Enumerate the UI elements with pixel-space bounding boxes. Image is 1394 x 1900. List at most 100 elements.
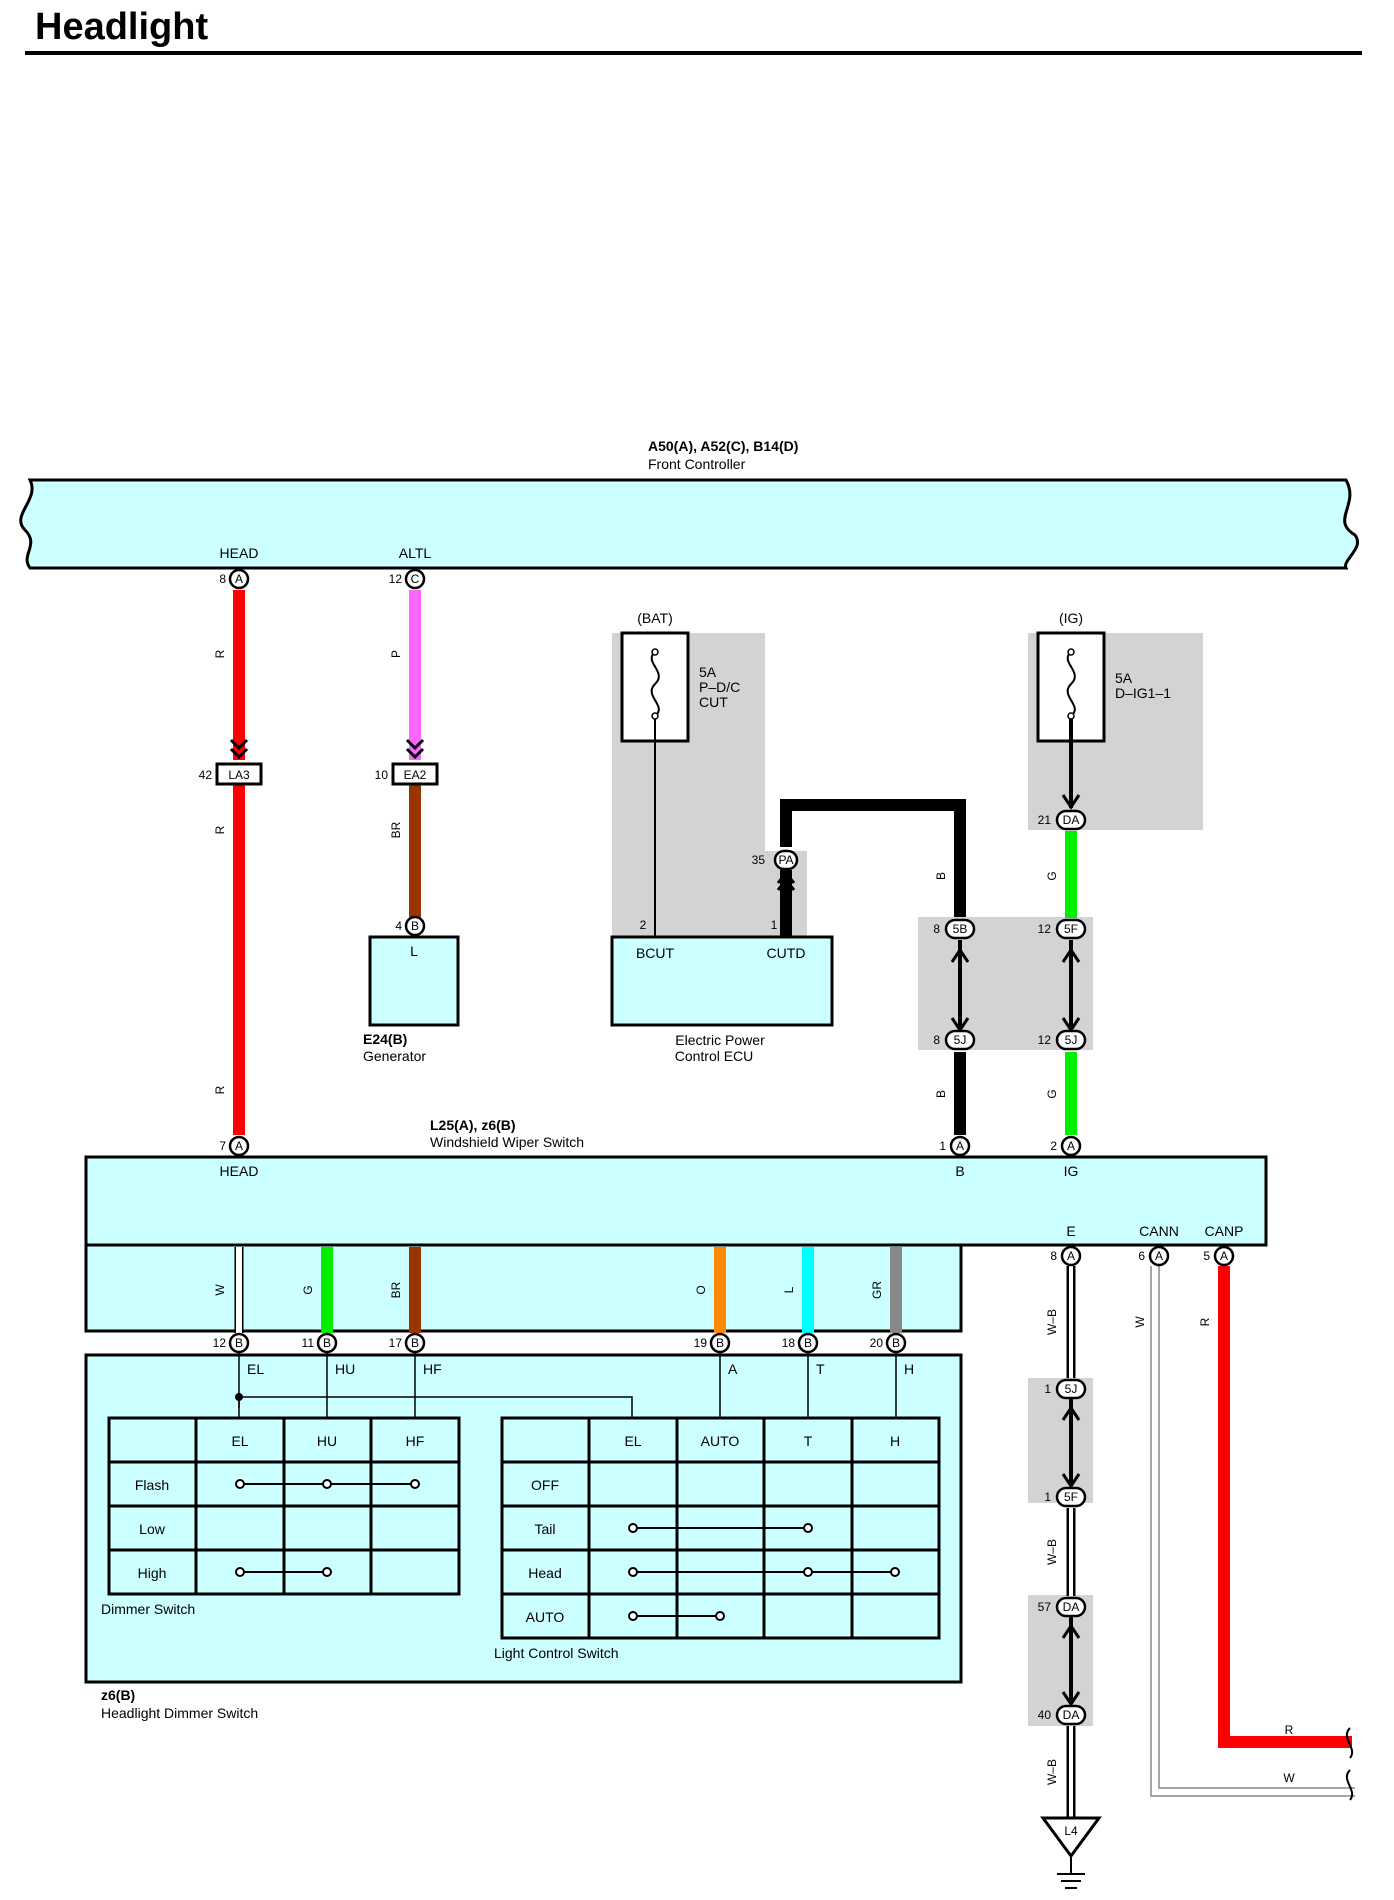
connector-a-g-end — [1060, 1135, 1082, 1157]
generator-box — [368, 935, 460, 1027]
lcs-col-auto: AUTO — [701, 1433, 740, 1449]
connector-5b-no: 8 — [933, 922, 940, 936]
ecu-pin-bcut-no: 2 — [640, 918, 647, 932]
junction-la3-no: 42 — [199, 768, 213, 782]
connector-c-altl-label: C — [411, 572, 420, 586]
term-el: EL — [247, 1361, 264, 1377]
wire-head-color: R — [213, 649, 227, 658]
dimmer-high-connection — [235, 1567, 332, 1577]
connector-pa-no: 35 — [752, 853, 766, 867]
wire-o-color: O — [694, 1285, 708, 1294]
connector-5b-label: 5B — [953, 922, 968, 936]
wiper-ig-label: IG — [1064, 1163, 1079, 1179]
wire-canp-color: R — [1198, 1317, 1212, 1326]
connector-a-e — [1060, 1245, 1082, 1267]
pin-no-20: 20 — [870, 1336, 884, 1350]
wire-gr-color: GR — [870, 1281, 884, 1299]
lcs-head-connection — [628, 1567, 900, 1577]
wire-break-icon — [1345, 1727, 1353, 1801]
term-a: A — [728, 1361, 738, 1377]
wiper-switch-box — [84, 1155, 1268, 1247]
lcs-tail-connection — [628, 1523, 813, 1533]
connector-a-head — [228, 568, 250, 590]
wire-head-color-2: R — [213, 825, 227, 834]
connector-b-11: B — [316, 1332, 338, 1354]
lcs-col-el: EL — [624, 1433, 641, 1449]
wire-altl-color-2: BR — [389, 821, 403, 838]
junction-la3 — [215, 762, 263, 786]
pin-no-altl: 12 — [389, 572, 403, 586]
dimmer-col-hf: HF — [406, 1433, 425, 1449]
wire-br-color: BR — [389, 1281, 403, 1298]
pin-no-head: 8 — [219, 572, 226, 586]
junction-da-shade — [1028, 1595, 1093, 1726]
connector-5j-e — [1055, 1378, 1087, 1400]
connector-5j-g-label: 5J — [1065, 1033, 1078, 1047]
svg-text:B: B — [323, 1336, 331, 1350]
connector-da-57-label: DA — [1063, 1600, 1080, 1614]
svg-text:B: B — [892, 1336, 900, 1350]
dimmer-row-flash: Flash — [135, 1477, 169, 1493]
pin-no-19: 19 — [694, 1336, 708, 1350]
connector-b-19: B — [709, 1332, 731, 1354]
connector-5f-e-label: 5F — [1064, 1490, 1078, 1504]
wire-w-b-color-3: W–B — [1045, 1759, 1059, 1785]
ecu-cutd-label: CUTD — [767, 945, 806, 961]
fuse-ig-name: D–IG1–1 — [1115, 685, 1171, 701]
connector-da-57 — [1055, 1596, 1087, 1618]
connector-a-head-label: A — [235, 572, 243, 586]
ecu-name2: Control ECU — [675, 1048, 754, 1064]
connector-a-e-label: A — [1067, 1249, 1075, 1263]
ecu-box — [610, 935, 834, 1027]
connector-5f-g-label: 5F — [1064, 922, 1078, 936]
svg-text:B: B — [235, 1336, 243, 1350]
connector-a-b-end — [949, 1135, 971, 1157]
pin-no-12: 12 — [213, 1336, 227, 1350]
junction-ea2 — [391, 762, 439, 786]
wiper-switch-code: L25(A), z6(B) — [430, 1117, 516, 1133]
wire-w-b-color-2: W–B — [1045, 1539, 1059, 1565]
term-hu: HU — [335, 1361, 355, 1377]
lcs-row-off: OFF — [531, 1477, 559, 1493]
wiper-cann-label: CANN — [1139, 1223, 1179, 1239]
dimmer-row-low: Low — [139, 1521, 166, 1537]
fuse-bat-name2: CUT — [699, 694, 728, 710]
fuse-bat-rating: 5A — [699, 664, 717, 680]
connector-a-cann-label: A — [1155, 1249, 1163, 1263]
lcs-col-h: H — [890, 1433, 900, 1449]
svg-text:B: B — [804, 1336, 812, 1350]
junction-5j-5f-shade — [1028, 1378, 1093, 1503]
fuse-ig-rating: 5A — [1115, 670, 1133, 686]
connector-da-21-label: DA — [1063, 813, 1080, 827]
connector-da-57-no: 57 — [1038, 1600, 1052, 1614]
arrow-pa — [776, 870, 796, 891]
junction-ea2-label: EA2 — [404, 768, 427, 782]
ecu-pin-cutd-no: 1 — [771, 918, 778, 932]
connector-b-17: B — [404, 1332, 426, 1354]
connector-da-40-no: 40 — [1038, 1708, 1052, 1722]
lcs-row-head: Head — [528, 1565, 561, 1581]
generator-terminal: L — [410, 943, 418, 959]
wire-l-color: L — [782, 1286, 796, 1293]
wire-altl-color: P — [389, 650, 403, 658]
connector-pa-label: PA — [778, 853, 793, 867]
wire-w-end-label: W — [1283, 1771, 1295, 1785]
junction-la3-label: LA3 — [228, 768, 250, 782]
connector-5j-b-label: 5J — [954, 1033, 967, 1047]
dimmer-flash-connection — [235, 1479, 420, 1489]
connector-5j-e-no: 1 — [1044, 1382, 1051, 1396]
connector-5j-g-no: 12 — [1038, 1033, 1052, 1047]
fuse-bat-name1: P–D/C — [699, 679, 740, 695]
wire-g-color-2: G — [1045, 1089, 1059, 1098]
headlight-dimmer-name: Headlight Dimmer Switch — [101, 1705, 258, 1721]
lcs-row-auto: AUTO — [526, 1609, 565, 1625]
ig-source-label: (IG) — [1059, 610, 1083, 626]
pin-no-17: 17 — [389, 1336, 403, 1350]
connector-b-20: B — [885, 1332, 907, 1354]
generator-code: E24(B) — [363, 1031, 407, 1047]
wiper-head-label: HEAD — [220, 1163, 259, 1179]
ground-l4-icon — [1040, 1816, 1102, 1889]
fuse-symbol-ig — [1066, 651, 1076, 717]
ecu-bcut-label: BCUT — [636, 945, 675, 961]
